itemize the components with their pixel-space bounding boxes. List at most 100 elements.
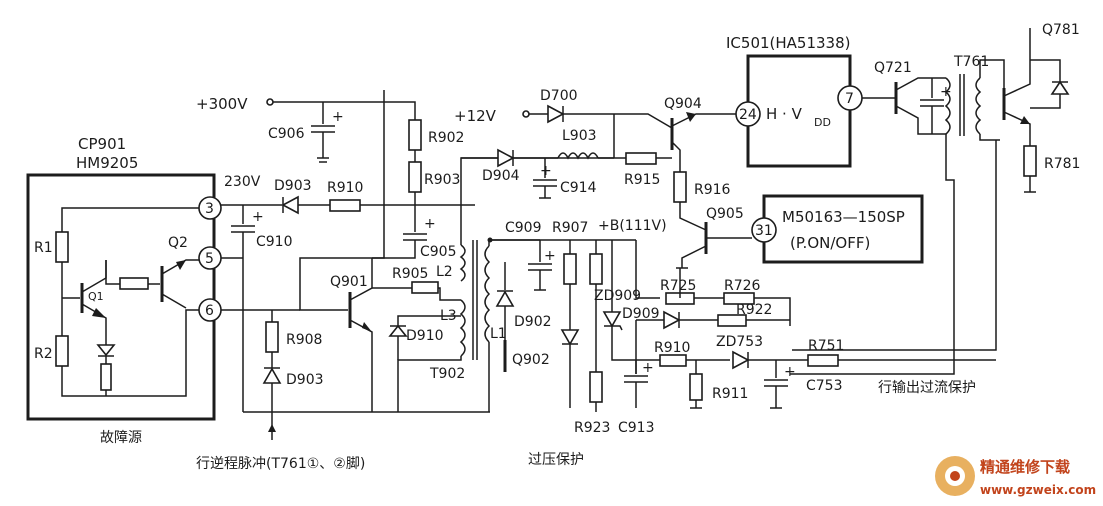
cp901-ref: CP901 [78,135,126,153]
l3-winding [459,299,466,357]
zd753-zener [732,350,750,370]
d903b-label: D903 [286,372,324,388]
r781-label: R781 [1044,156,1080,172]
r907-resistor [563,253,577,285]
v12-label: +12V [454,107,497,125]
m50163-pin-label: 31 [755,223,773,239]
m50163-func: (P.ON/OFF) [790,234,870,252]
svg-text:+: + [252,209,264,225]
d909-diode [663,310,681,330]
svg-text:+: + [642,360,654,376]
r903-label: R903 [424,172,460,188]
cp901-box [26,173,216,421]
pin5-label: 5 [205,251,214,267]
d909-label: D909 [622,306,660,322]
m50163-box [762,194,924,264]
c909-label: C909 [505,220,542,236]
damper-diode [1050,80,1070,95]
q905-label: Q905 [706,206,744,222]
d700-label: D700 [540,88,578,104]
r1-label: R1 [34,240,53,256]
r903-resistor [408,161,422,193]
d700-diode [547,104,565,124]
v230-label: 230V [224,174,261,190]
r916-label: R916 [694,182,731,198]
r923-resistor [589,371,603,403]
svg-text:+: + [424,216,436,232]
t761-primary [944,77,951,135]
fault-source-caption: 故障源 [100,430,142,446]
overcurrent-caption: 行输出过流保护 [878,380,976,396]
r902-resistor [408,119,422,151]
q902-label: Q902 [512,352,550,368]
ic501-func-sub: DD [814,116,831,129]
r2-label: R2 [34,346,53,362]
watermark: 精通维修下载 www.gzweix.com [935,456,1096,497]
horizontal-output: Q721 + T761 Q781 R781 [790,22,1080,375]
cp901-diode [96,344,116,357]
l903-inductor [557,152,599,160]
v300-terminal [266,98,274,106]
m50163-label: M50163—150SP [782,208,905,226]
l1-label: L1 [490,326,507,342]
zd753-label: ZD753 [716,334,763,350]
d904-diode [497,148,515,168]
r911-resistor [689,373,703,401]
q904-label: Q904 [664,96,702,112]
r911-label: R911 [712,386,748,402]
watermark-name: 精通维修下载 [980,458,1070,476]
ic501-pin24-label: 24 [739,107,757,123]
r-divider-resistor [589,253,603,285]
scr-diode [560,329,580,346]
r910b-resistor [659,354,687,367]
r910a-label: R910 [327,180,363,196]
d903b-diode [262,367,282,384]
q1-label: Q1 [88,290,104,303]
r905-label: R905 [392,266,428,282]
overvoltage-protection: C909 R907 +B(111V) + R923 ZD909 D909 [487,218,996,468]
q721-label: Q721 [874,60,912,76]
m50163-module: 31 M50163—150SP (P.ON/OFF) [751,194,924,264]
switching-stage: Q904 R916 Q905 [664,96,752,269]
d910-diode [388,324,408,337]
l903-label: L903 [562,128,597,144]
r922-label: R922 [736,302,772,318]
r915-resistor [625,152,657,165]
r910a-resistor [329,199,361,212]
cp901-module: CP901 HM9205 R1 R2 Q1 Q2 [26,135,222,446]
t902-transformer: L2 L3 L1 T902 R905 D910 [372,157,614,412]
ic501-module: IC501(HA51338) 24 H · V DD 7 [726,34,896,168]
q781-label: Q781 [1042,22,1080,38]
v12-terminal [522,110,530,118]
c914-label: C914 [560,180,597,196]
r916-resistor [673,171,687,203]
overvoltage-caption: 过压保护 [528,452,584,468]
watermark-url: www.gzweix.com [980,483,1096,497]
cp901-resistor [100,363,112,391]
r902-label: R902 [428,130,464,146]
d902-label: D902 [514,314,552,330]
r2-resistor [55,335,69,367]
r725-label: R725 [660,278,696,294]
t761-secondary [975,77,982,135]
l1-winding [484,245,491,343]
d904-label: D904 [482,168,520,184]
r908-resistor [265,321,279,353]
q901-stage: Q901 R908 D903 行逆程脉冲(T761①、②脚) [196,90,385,472]
cp901-part: HM9205 [76,154,138,172]
q902-stage: D902 Q902 [495,262,552,372]
svg-text:+: + [540,163,552,179]
d903-diode [281,195,299,215]
ic501-label: IC501(HA51338) [726,34,851,52]
r910b-label: R910 [654,340,690,356]
c753-label: C753 [806,378,843,394]
r908-label: R908 [286,332,322,348]
c913-label: C913 [618,420,655,436]
r781-resistor [1023,145,1037,177]
c910-label: C910 [256,234,293,250]
ic501-pin7-label: 7 [845,91,854,107]
q2-label: Q2 [168,235,188,251]
svg-text:+: + [544,248,556,264]
c906-label: C906 [268,126,305,142]
cp901-pin-3 [198,196,222,220]
